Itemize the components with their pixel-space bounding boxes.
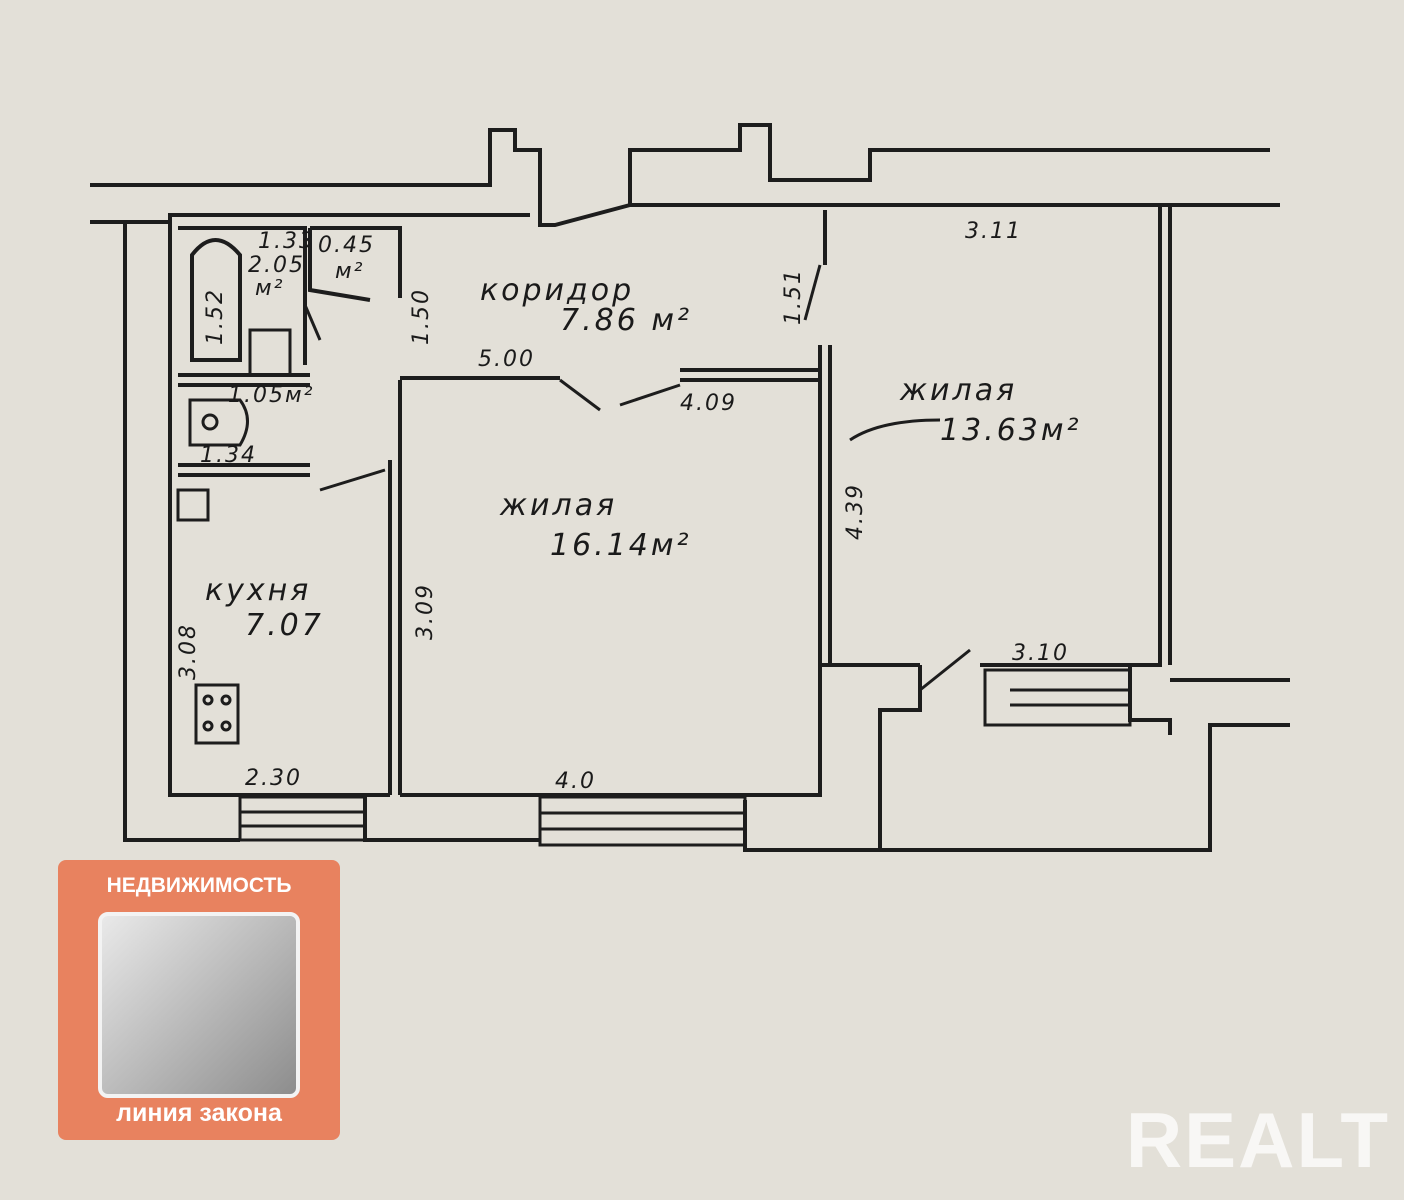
logo-bottom-text: линия закона [116, 1099, 282, 1127]
dim-label: 4.09 [680, 391, 737, 416]
dim-label: 2.30 [245, 766, 302, 791]
dim-label: 1.33 [258, 229, 315, 254]
corridor-area: 7.86 м² [560, 303, 692, 338]
bath2-area: 1.05м² [228, 383, 314, 408]
dim-label: 3.09 [413, 583, 438, 640]
walls [90, 123, 1290, 852]
logo-column-icon [98, 912, 300, 1098]
kitchen-area: 7.07 [245, 608, 324, 643]
living-center-name: жилая [499, 488, 617, 523]
living-right-area: 13.63м² [940, 413, 1082, 448]
dim-label: 1.50 [409, 288, 434, 345]
dim-label: 3.08 [176, 623, 201, 680]
dimensions: 3.11 1.51 1.50 5.00 4.09 4.39 3.09 3.08 … [176, 219, 1069, 794]
living-center-area: 16.14м² [550, 528, 692, 563]
room-labels: коридор 7.86 м² жилая 13.63м² жилая 16.1… [205, 233, 1082, 643]
dim-label: 1.34 [200, 443, 257, 468]
logo-top-text: НЕДВИЖИМОСТЬ [106, 874, 292, 897]
wc-unit: м² [335, 259, 364, 284]
dim-label: 1.52 [203, 288, 228, 345]
dim-label: 4.39 [843, 483, 868, 540]
dim-label: 4.0 [555, 769, 596, 794]
bath-unit: м² [255, 276, 284, 301]
realt-watermark: REALT [1125, 1096, 1390, 1184]
kitchen-name: кухня [205, 573, 311, 608]
living-right-name: жилая [899, 373, 1017, 408]
dim-label: 1.51 [781, 268, 806, 325]
dim-label: 3.10 [1012, 641, 1069, 666]
corridor-name: коридор [480, 273, 634, 308]
dim-label: 5.00 [478, 347, 535, 372]
dim-label: 3.11 [965, 219, 1022, 244]
bath-area: 2.05 [248, 253, 305, 278]
agency-logo: НЕДВИЖИМОСТЬ линия закона [58, 860, 340, 1140]
wc-area: 0.45 [318, 233, 375, 258]
